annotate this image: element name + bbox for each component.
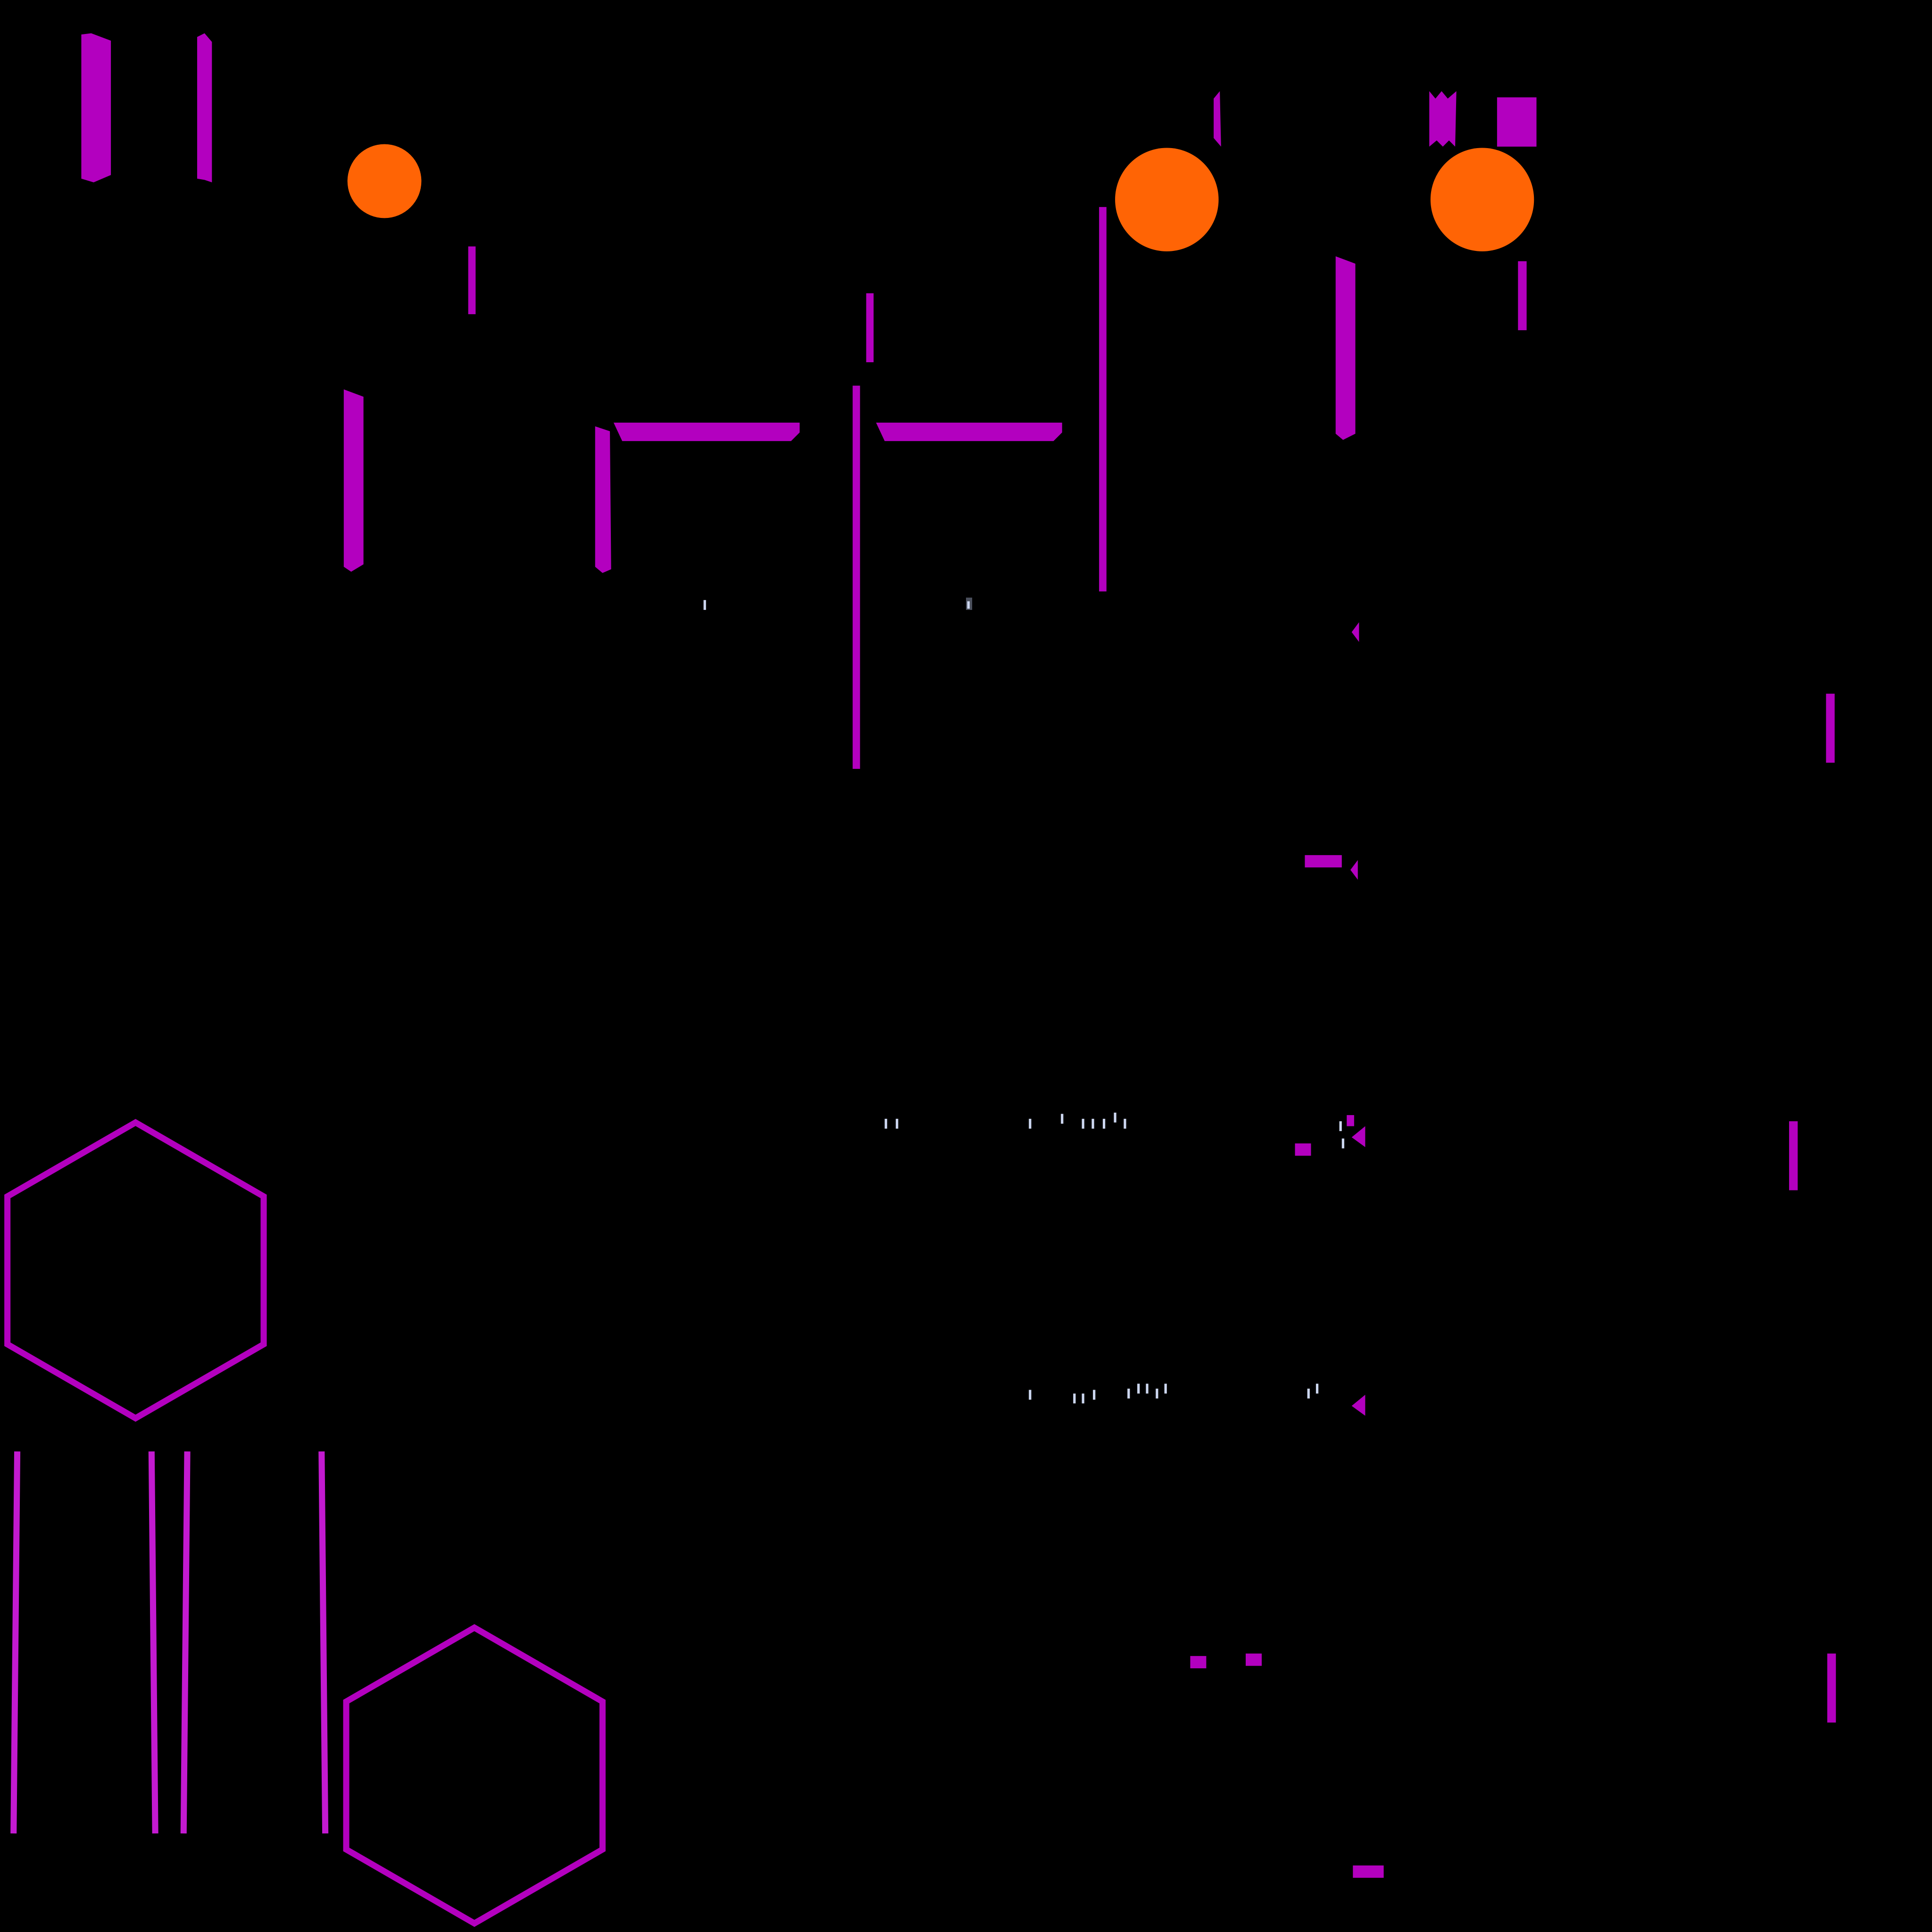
droplet-glyph [1127, 1389, 1130, 1399]
chip-sprite [1190, 1656, 1207, 1668]
droplet-glyph [1341, 1138, 1344, 1149]
droplet-glyph [967, 601, 970, 609]
tall-line-sprites [10, 1451, 329, 1834]
tall-line-sprite [318, 1451, 329, 1834]
droplet-glyph [1093, 1390, 1096, 1400]
chip-sprite [1295, 1143, 1311, 1156]
spike-sprite [1214, 91, 1221, 147]
side-bar-sprite [1826, 693, 1835, 763]
side-bar-sprite [1827, 1653, 1836, 1723]
tall-line-sprite [148, 1451, 158, 1834]
side-bar-sprite [1789, 1121, 1798, 1191]
orange-sprites [347, 144, 1534, 251]
orange-orb-sprite [1430, 148, 1534, 251]
droplet-glyph [1307, 1389, 1310, 1399]
arrow-marker-sprite [1351, 1126, 1366, 1147]
droplet-glyph [1146, 1383, 1149, 1394]
long-line-sprite [1099, 207, 1107, 591]
hexagon-outline-sprite [4, 1119, 267, 1422]
short-bar-sprite [468, 246, 476, 315]
arrow-marker-sprite [1351, 622, 1359, 642]
droplet-glyph [1339, 1121, 1342, 1132]
bracket-top-sprite [876, 423, 1062, 441]
tall-line-sprite [10, 1451, 21, 1834]
thin-bar-sprite [197, 33, 212, 183]
droplet-glyph [1124, 1118, 1126, 1129]
droplet-glyph [1029, 1390, 1032, 1400]
droplet-glyph [1156, 1389, 1158, 1399]
hexagon-sprites [4, 1119, 606, 1927]
droplet-glyph [1316, 1383, 1319, 1394]
droplet-glyph [1029, 1118, 1032, 1129]
droplet-glyph [1073, 1393, 1076, 1404]
droplet-glyph [896, 1118, 899, 1129]
arrow-marker-sprite [1351, 1395, 1366, 1416]
droplet-glyph [1164, 1383, 1167, 1394]
droplet-glyph [1091, 1118, 1094, 1129]
short-bar-sprite [866, 293, 874, 362]
chip-sprite [1305, 855, 1342, 868]
chip-sprite [1353, 1865, 1384, 1878]
medium-bar-sprite [343, 389, 364, 572]
zigzag-sprite [1429, 91, 1457, 147]
short-bar-sprite [1518, 261, 1527, 331]
orange-orb-sprite [1115, 148, 1219, 251]
droplet-glyph [1061, 1114, 1064, 1124]
droplet-glyph [1082, 1393, 1084, 1404]
droplet-glyph [1114, 1112, 1116, 1123]
medium-bar-sprite [595, 426, 611, 573]
droplet-glyph [884, 1118, 887, 1129]
hexagon-outline-sprite [343, 1624, 606, 1927]
bracket-top-sprite [613, 423, 800, 441]
block-sprite [1497, 97, 1537, 147]
chip-sprite [1347, 1115, 1354, 1126]
droplet-glyph [1137, 1383, 1140, 1394]
droplet-glyphs [703, 597, 1344, 1404]
arrow-marker-sprite [1350, 860, 1358, 880]
magenta-sprites [81, 33, 1836, 1878]
medium-bar-sprite [1335, 256, 1356, 440]
droplet-glyph [1102, 1118, 1106, 1129]
chip-sprite [1245, 1653, 1262, 1666]
droplet-glyph [703, 600, 706, 610]
droplet-glyph [1082, 1118, 1084, 1129]
thick-bar-sprite [81, 33, 111, 183]
long-line-sprite [852, 385, 860, 769]
orange-orb-sprite [347, 144, 422, 218]
tall-line-sprite [180, 1451, 191, 1834]
